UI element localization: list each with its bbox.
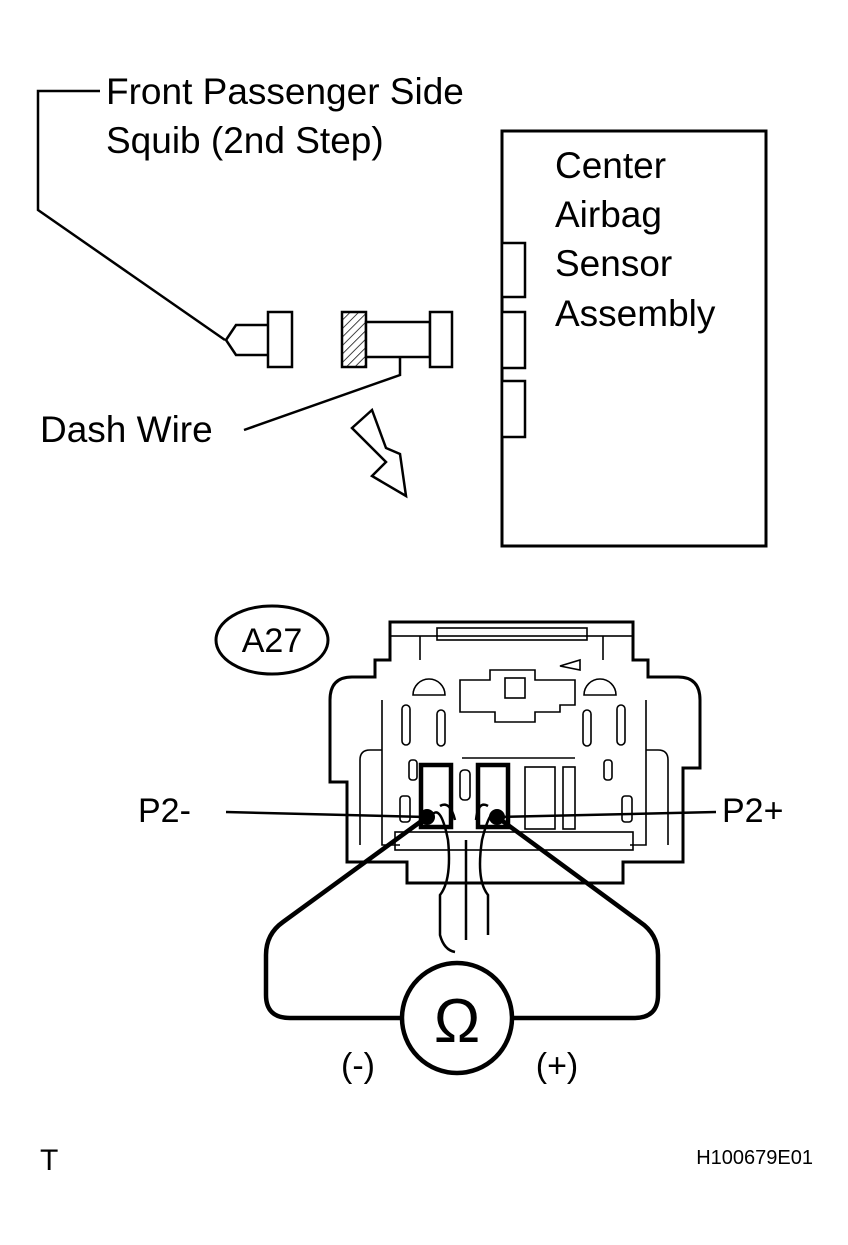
- squib-label-line2: Squib (2nd Step): [106, 120, 384, 161]
- wire-harness: [428, 803, 502, 954]
- connector-id-badge: [214, 604, 330, 676]
- connector-a27-body: [328, 620, 702, 885]
- sensor-label-line3: Sensor: [555, 243, 672, 284]
- pin-p2-minus-leader: [225, 810, 427, 819]
- probe-minus-label: (-): [341, 1047, 375, 1085]
- ohm-icon: Ω: [434, 987, 480, 1056]
- pin-p2-plus-leader: [496, 810, 717, 819]
- direction-arrow-icon: [350, 407, 408, 499]
- ohmmeter: [399, 960, 515, 1076]
- ohmmeter-lead-plus: [495, 815, 661, 1021]
- squib-leader-line: [36, 89, 226, 342]
- center-airbag-sensor-assembly: [500, 129, 768, 548]
- dash-wire-connector: [243, 310, 454, 432]
- corner-letter: T: [40, 1144, 58, 1177]
- sensor-label-line4: Assembly: [555, 293, 716, 334]
- pin-p2-plus-label: P2+: [722, 792, 783, 830]
- squib-connector: [224, 310, 294, 369]
- squib-label-line1: Front Passenger Side: [106, 71, 464, 112]
- ohmmeter-lead-minus: [263, 815, 429, 1021]
- sensor-label-line1: Center: [555, 145, 666, 186]
- figure-code: H100679E01: [696, 1147, 813, 1169]
- pin-p2-minus-label: P2-: [138, 792, 191, 830]
- dash-wire-label: Dash Wire: [40, 409, 213, 450]
- sensor-label-line2: Airbag: [555, 194, 662, 235]
- connector-id-label: A27: [242, 622, 303, 660]
- probe-plus-label: (+): [536, 1047, 579, 1085]
